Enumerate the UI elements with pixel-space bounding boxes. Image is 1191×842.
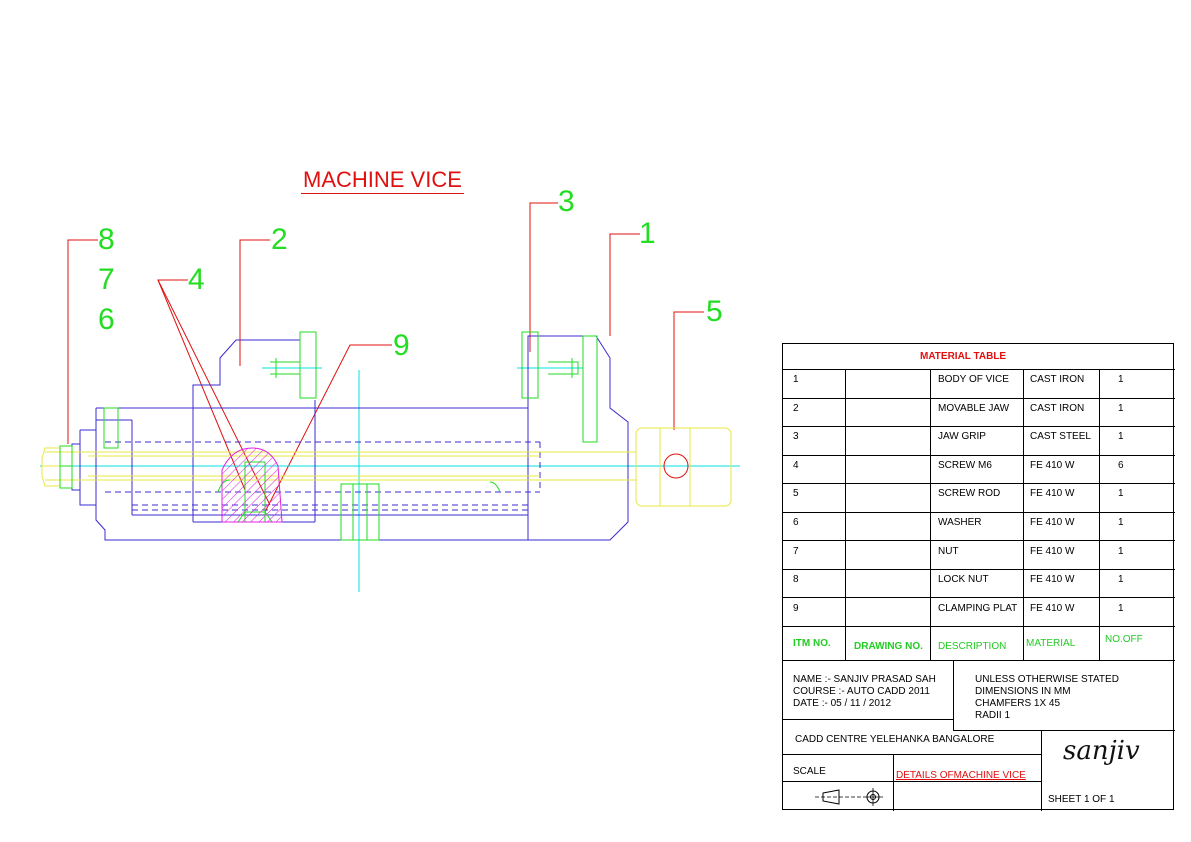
row-item: 7 — [793, 545, 799, 557]
row-description: MOVABLE JAW — [938, 402, 1010, 414]
row-description: WASHER — [938, 517, 982, 528]
balloon-1: 1 — [639, 217, 656, 250]
row-item: 1 — [793, 374, 799, 385]
note-chamfers: CHAMFERS 1X 45 — [975, 698, 1061, 709]
material-table-heading: MATERIAL TABLE — [920, 351, 1007, 362]
col-no-off: NO.OFF — [1105, 634, 1143, 645]
row-item: 4 — [793, 459, 799, 471]
row-qty: 1 — [1118, 517, 1124, 528]
row-material: CAST IRON — [1030, 374, 1085, 385]
row-material: FE 410 W — [1030, 602, 1075, 614]
row-qty: 1 — [1118, 488, 1124, 500]
row-description: SCREW M6 — [938, 459, 992, 471]
balloon-9: 9 — [393, 329, 410, 362]
row-material: FE 410 W — [1030, 574, 1075, 586]
balloon-2: 2 — [271, 223, 288, 256]
first-angle-projection-icon — [815, 788, 883, 806]
row-item: 9 — [793, 602, 799, 614]
row-description: JAW GRIP — [938, 431, 986, 443]
col-drawing-no: DRAWING NO. — [854, 641, 923, 652]
note-unless: UNLESS OTHERWISE STATED — [975, 674, 1119, 685]
drawing-name: DETAILS OFMACHINE VICE — [896, 770, 1026, 781]
row-material: FE 410 W — [1030, 459, 1075, 471]
row-material: FE 410 W — [1030, 488, 1075, 500]
row-description: LOCK NUT — [938, 574, 989, 586]
balloon-3: 3 — [558, 185, 575, 218]
student-name: NAME :- SANJIV PRASAD SAH — [793, 674, 936, 685]
row-item: 3 — [793, 431, 799, 443]
col-material: MATERIAL — [1026, 638, 1076, 649]
date: DATE :- 05 / 11 / 2012 — [793, 698, 892, 709]
note-radii: RADII 1 — [975, 710, 1011, 721]
balloon-4: 4 — [188, 263, 205, 296]
row-item: 5 — [793, 488, 799, 500]
row-material: CAST IRON — [1030, 402, 1085, 414]
balloon-8: 8 — [98, 223, 115, 256]
signature: sanjiv — [1063, 736, 1140, 766]
leader-2 — [239, 239, 270, 366]
row-qty: 6 — [1118, 459, 1124, 471]
leader-5 — [673, 311, 704, 430]
screw-rod — [41, 427, 732, 507]
leader-lines — [67, 202, 704, 513]
vice-body — [71, 335, 629, 541]
row-qty: 1 — [1118, 602, 1124, 614]
col-item: ITM NO. — [793, 638, 831, 649]
row-description: SCREW ROD — [938, 488, 1001, 500]
row-description: BODY OF VICE — [938, 374, 1009, 385]
handle-hole — [663, 453, 689, 479]
jaw-parts — [59, 331, 598, 541]
leader-9 — [264, 344, 392, 513]
row-description: NUT — [938, 545, 959, 557]
center-lines — [40, 367, 740, 592]
balloon-7: 7 — [98, 263, 115, 296]
col-description: DESCRIPTION — [938, 641, 1007, 652]
row-material: CAST STEEL — [1030, 431, 1091, 443]
sheet-number: SHEET 1 OF 1 — [1048, 794, 1115, 805]
row-material: FE 410 W — [1030, 517, 1075, 528]
balloon-5: 5 — [706, 295, 723, 328]
leader-8 — [67, 239, 98, 444]
drawing-title: MACHINE VICE — [301, 167, 464, 194]
scale-label: SCALE — [793, 766, 826, 777]
note-dimensions: DIMENSIONS IN MM — [975, 686, 1071, 697]
row-qty: 1 — [1118, 574, 1124, 586]
row-qty: 1 — [1118, 431, 1124, 443]
course: COURSE :- AUTO CADD 2011 — [793, 686, 930, 697]
row-item: 8 — [793, 574, 799, 586]
leader-1 — [609, 233, 640, 336]
balloon-6: 6 — [98, 303, 115, 336]
row-qty: 1 — [1118, 545, 1124, 557]
row-material: FE 410 W — [1030, 545, 1075, 557]
leader-3 — [529, 202, 558, 352]
institute: CADD CENTRE YELEHANKA BANGALORE — [795, 734, 995, 745]
row-qty: 1 — [1118, 374, 1124, 385]
row-description: CLAMPING PLAT — [938, 602, 1018, 614]
row-qty: 1 — [1118, 402, 1124, 414]
hidden-lines — [105, 441, 541, 511]
clamping-plate-section — [221, 447, 283, 523]
row-item: 6 — [793, 517, 799, 528]
row-item: 2 — [793, 402, 799, 414]
